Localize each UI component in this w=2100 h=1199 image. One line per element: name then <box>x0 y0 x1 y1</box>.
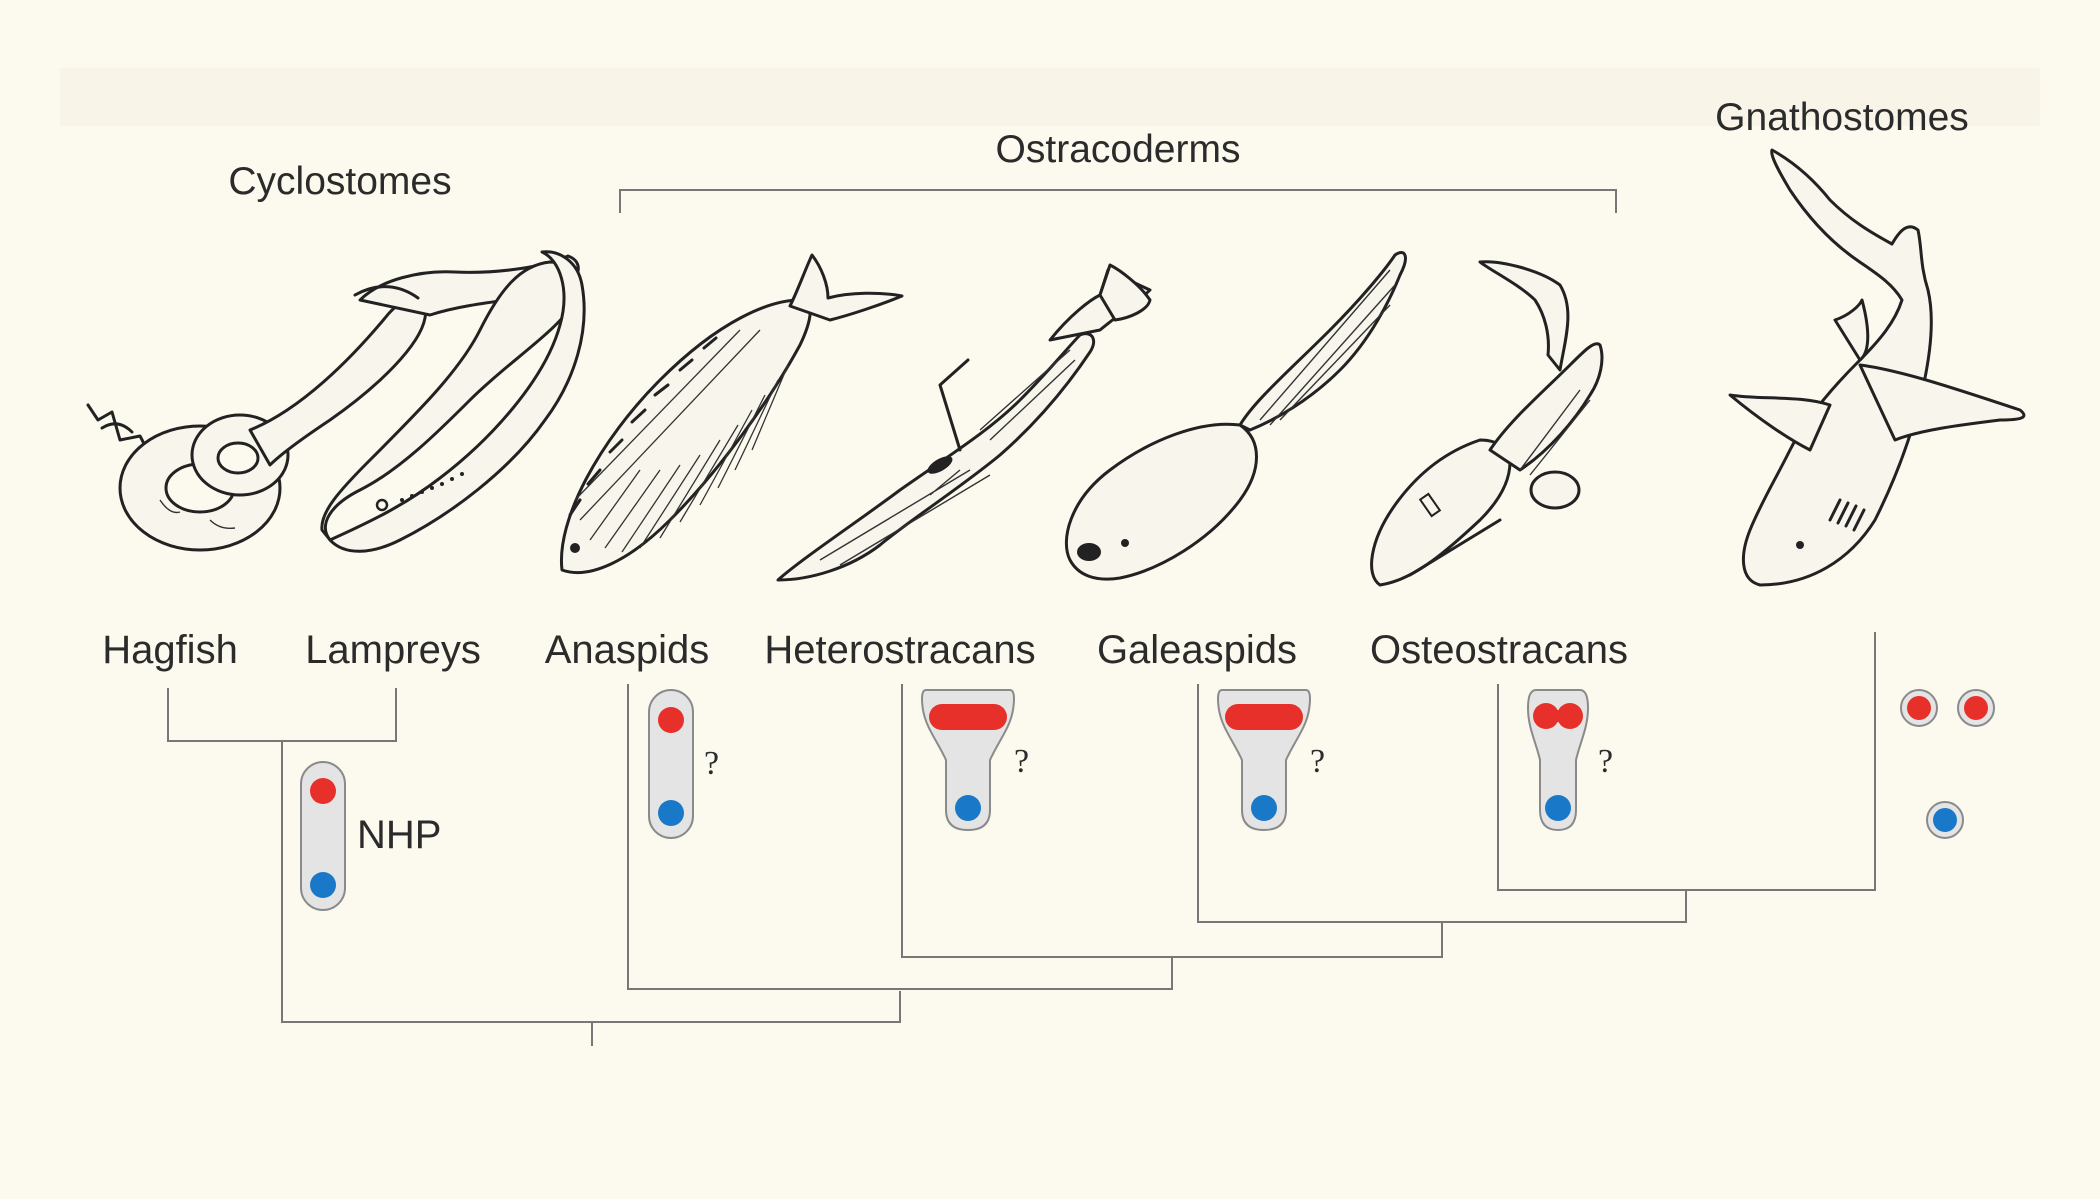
blue-placode-dot <box>955 795 981 821</box>
unknown-mark-galeaspids: ? <box>1310 743 1325 780</box>
blue-placode-dot <box>658 800 684 826</box>
blue-placode-dot <box>1933 808 1957 832</box>
red-placode-dot <box>1964 696 1988 720</box>
unknown-mark-osteostracans: ? <box>1598 743 1613 780</box>
heterostracan-icon <box>776 263 1152 582</box>
lamprey-icon <box>320 250 586 553</box>
anaspid-icon <box>559 253 904 575</box>
taxon-label-galeaspids: Galeaspids <box>1097 628 1297 672</box>
cyclostome-placode-diagram <box>300 761 346 911</box>
group-label-gnathostomes: Gnathostomes <box>1715 96 1969 139</box>
gnathostome-placode-diagram <box>1900 689 1995 839</box>
osteostracan-icon <box>1370 260 1604 587</box>
header-band <box>60 68 2040 126</box>
red-placode-dot <box>310 778 336 804</box>
galeaspid-icon <box>1064 251 1407 581</box>
shark-icon <box>1728 148 2026 587</box>
blue-placode-dot <box>310 872 336 898</box>
blue-placode-dot <box>1251 795 1277 821</box>
osteostracan-placode-diagram <box>1526 689 1590 832</box>
red-placode-bar <box>929 704 1007 730</box>
ostracoderms-bracket <box>619 189 1617 213</box>
taxon-label-anaspids: Anaspids <box>545 628 710 672</box>
galeaspid-placode-diagram <box>1217 689 1311 832</box>
group-label-ostracoderms: Ostracoderms <box>996 128 1241 171</box>
blue-placode-dot <box>1545 795 1571 821</box>
red-placode-dot <box>658 707 684 733</box>
taxon-label-hagfish: Hagfish <box>102 628 238 672</box>
red-placode-bar <box>1225 704 1303 730</box>
red-placode-dot <box>1907 696 1931 720</box>
taxon-label-lampreys: Lampreys <box>305 628 481 672</box>
unknown-mark-heterostracans: ? <box>1014 743 1029 780</box>
anaspid-placode-diagram <box>648 689 694 839</box>
red-placode-dot <box>1557 703 1583 729</box>
group-label-cyclostomes: Cyclostomes <box>228 160 451 203</box>
nhp-label: NHP <box>357 813 441 857</box>
heterostracan-placode-diagram <box>921 689 1015 832</box>
unknown-mark-anaspids: ? <box>704 745 719 782</box>
hagfish-icon <box>86 254 580 552</box>
taxon-label-osteostracans: Osteostracans <box>1370 628 1628 672</box>
red-placode-dot <box>1533 703 1559 729</box>
taxon-label-heterostracans: Heterostracans <box>764 628 1035 672</box>
cladogram <box>167 632 1876 1046</box>
